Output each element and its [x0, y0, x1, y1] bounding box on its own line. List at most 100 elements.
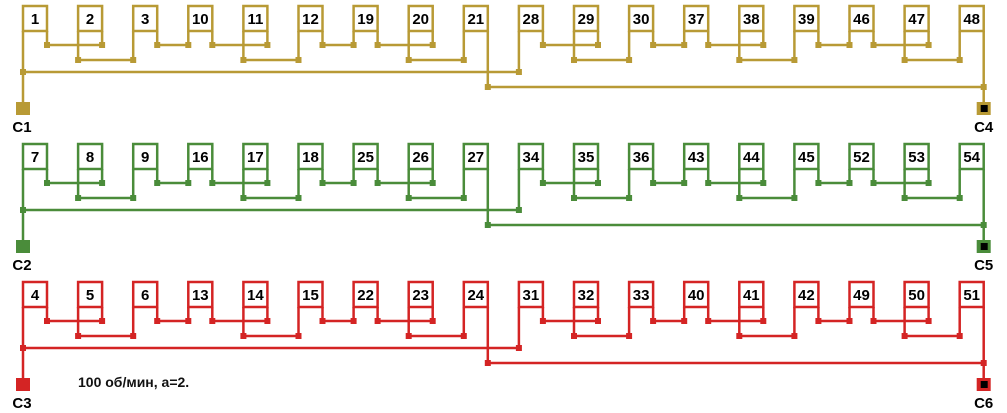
coil-28: 28	[517, 4, 545, 72]
terminal-end-marker	[980, 105, 988, 112]
coil-box	[76, 4, 104, 33]
coil-number: 44	[743, 149, 760, 166]
coil-box	[903, 280, 930, 309]
coil-number: 9	[141, 149, 149, 166]
coil-26: 26	[407, 142, 434, 198]
coil-number: 53	[908, 149, 925, 166]
coil-5: 5	[76, 280, 104, 336]
coil-box	[462, 4, 490, 33]
coil-number: 23	[412, 287, 429, 304]
coil-38: 38	[738, 4, 765, 60]
coil-43: 43	[682, 142, 710, 183]
coil-box	[187, 142, 214, 171]
coil-number: 16	[192, 149, 209, 166]
coil-40: 40	[682, 280, 710, 321]
coil-30: 30	[627, 4, 655, 60]
coil-box	[407, 4, 434, 33]
coil-box	[76, 280, 104, 309]
coil-12: 12	[297, 4, 324, 60]
coil-39: 39	[793, 4, 820, 60]
coil-box	[462, 142, 490, 171]
coil-box	[958, 4, 985, 33]
coil-41: 41	[738, 280, 765, 336]
coil-box	[627, 4, 655, 33]
coil-number: 35	[578, 149, 595, 166]
coil-number: 29	[578, 11, 595, 28]
coil-number: 25	[357, 149, 374, 166]
coil-number: 42	[798, 287, 815, 304]
coil-24: 24	[462, 280, 490, 363]
coil-box	[958, 142, 985, 171]
coil-number: 31	[523, 287, 540, 304]
coil-number: 1	[31, 11, 39, 28]
coil-box	[738, 280, 765, 309]
coil-number: 18	[302, 149, 319, 166]
coil-box	[793, 142, 820, 171]
coil-number: 13	[192, 287, 209, 304]
speed-note: 100 об/мин, a=2.	[78, 374, 190, 390]
coil-box	[352, 280, 379, 309]
coil-number: 22	[357, 287, 374, 304]
coil-51: 51	[958, 280, 985, 378]
coil-box	[958, 280, 985, 309]
coil-8: 8	[76, 142, 104, 198]
coil-box	[21, 280, 49, 309]
coil-box	[242, 4, 269, 33]
coil-box	[21, 142, 49, 171]
coil-number: 26	[412, 149, 429, 166]
coil-box	[517, 142, 545, 171]
coil-box	[848, 280, 875, 309]
coil-number: 54	[963, 149, 980, 166]
coil-box	[187, 280, 214, 309]
coil-9: 9	[131, 142, 159, 198]
coil-box	[352, 142, 379, 171]
coil-box	[572, 280, 600, 309]
coil-48: 48	[958, 4, 985, 102]
coil-box	[242, 280, 269, 309]
coil-box	[21, 4, 49, 33]
coil-35: 35	[572, 142, 600, 198]
coil-box	[131, 142, 159, 171]
coil-53: 53	[903, 142, 930, 198]
terminal-end-label: C5	[974, 257, 993, 274]
coil-number: 6	[141, 287, 149, 304]
coil-7: 7	[21, 142, 49, 248]
coil-box	[407, 142, 434, 171]
coil-number: 2	[86, 11, 94, 28]
coil-number: 46	[853, 11, 870, 28]
coil-number: 5	[86, 287, 94, 304]
coil-32: 32	[572, 280, 600, 336]
terminal-end-marker	[980, 243, 988, 250]
coil-20: 20	[407, 4, 434, 60]
coil-box	[572, 142, 600, 171]
coil-15: 15	[297, 280, 324, 336]
coil-box	[187, 4, 214, 33]
coil-number: 7	[31, 149, 39, 166]
coil-number: 38	[743, 11, 760, 28]
coil-number: 24	[467, 287, 484, 304]
coil-box	[131, 280, 159, 309]
coil-36: 36	[627, 142, 655, 198]
coil-37: 37	[682, 4, 710, 45]
coil-box	[682, 4, 710, 33]
coil-box	[738, 142, 765, 171]
coil-6: 6	[131, 280, 159, 336]
coil-2: 2	[76, 4, 104, 60]
coil-box	[738, 4, 765, 33]
coil-box	[793, 280, 820, 309]
coil-box	[462, 280, 490, 309]
terminal-start-square	[16, 240, 30, 253]
coil-47: 47	[903, 4, 930, 60]
coil-number: 51	[963, 287, 980, 304]
coil-box	[297, 4, 324, 33]
coil-number: 21	[467, 11, 484, 28]
coil-number: 45	[798, 149, 815, 166]
coil-box	[517, 280, 545, 309]
coil-3: 3	[131, 4, 159, 60]
coil-number: 32	[578, 287, 595, 304]
terminal-end-marker	[980, 381, 988, 388]
coil-box	[297, 280, 324, 309]
coil-21: 21	[462, 4, 490, 87]
